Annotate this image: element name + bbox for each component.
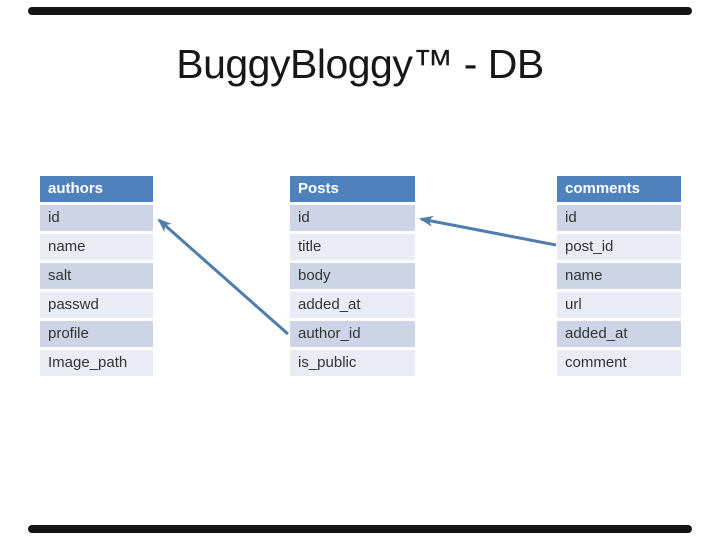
- table-row: profile: [40, 321, 153, 347]
- table-row: Image_path: [40, 350, 153, 376]
- table-header-comments: comments: [557, 176, 681, 202]
- table-row: id: [557, 205, 681, 231]
- table-row: id: [40, 205, 153, 231]
- table-header-authors: authors: [40, 176, 153, 202]
- table-row: author_id: [290, 321, 415, 347]
- table-row: salt: [40, 263, 153, 289]
- table-row: is_public: [290, 350, 415, 376]
- table-row: body: [290, 263, 415, 289]
- table-row: post_id: [557, 234, 681, 260]
- arrow-posts-authorid-to-authors-id: [157, 218, 289, 336]
- slide-bottom-border: [28, 525, 692, 533]
- slide-top-border: [28, 7, 692, 15]
- table-row: comment: [557, 350, 681, 376]
- table-header-posts: Posts: [290, 176, 415, 202]
- slide-title: BuggyBloggy™ - DB: [176, 41, 544, 87]
- table-row: url: [557, 292, 681, 318]
- table-row: id: [290, 205, 415, 231]
- table-row: name: [40, 234, 153, 260]
- table-row: added_at: [290, 292, 415, 318]
- table-row: added_at: [557, 321, 681, 347]
- arrow-comments-postid-to-posts-id: [419, 215, 557, 247]
- table-row: passwd: [40, 292, 153, 318]
- table-posts: Posts id title body added_at author_id is_publ…: [290, 176, 415, 379]
- table-row: title: [290, 234, 415, 260]
- table-row: name: [557, 263, 681, 289]
